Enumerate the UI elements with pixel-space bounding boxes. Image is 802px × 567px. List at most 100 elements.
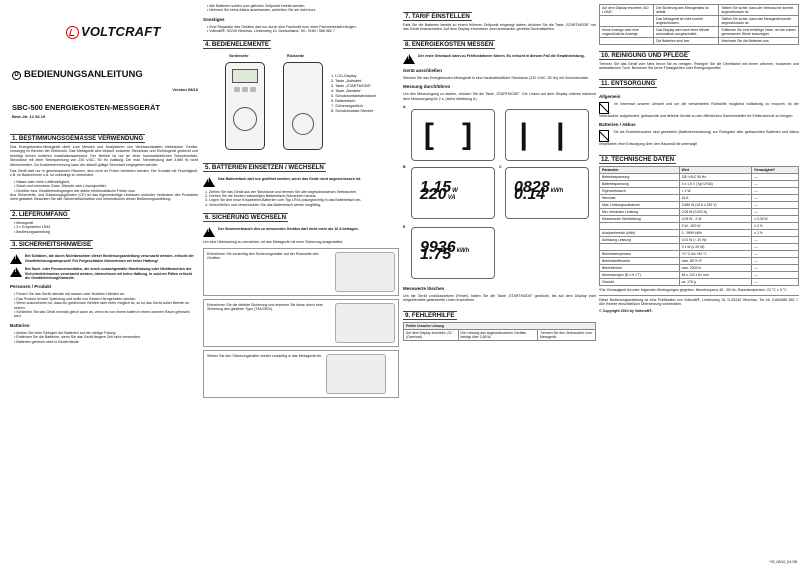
section-heading: 4. BEDIENELEMENTE: [203, 39, 271, 49]
section-heading: 12. TECHNISCHE DATEN: [599, 154, 677, 164]
list-item: Bedienungsanleitung: [14, 230, 198, 234]
section-heading: 1. BESTIMMUNGSGEMÄSSE VERWENDUNG: [10, 134, 146, 143]
section-heading: 3. SICHERHEITSHINWEISE: [10, 240, 94, 250]
list-item: Schließen Sie das Gerät niemals gleich d…: [14, 310, 198, 319]
table-cell: Auflösung Leistung: [599, 235, 680, 244]
list-item: Voltcraft®, 92240 Hirschau, Lindenweg 15…: [207, 29, 399, 33]
doc-title-text: BEDIENUNGSANLEITUNG: [24, 69, 143, 81]
table-row: Die Batterien sind leer.Wechseln Sie die…: [599, 37, 799, 45]
bullet-list: Feuern Sie das Gerät niemals mit nassen …: [10, 292, 198, 318]
lcd-figure-e: 9936 kWh 1.75: [411, 227, 495, 280]
table-row: Abmessungen (B x H x T)64 x 120 x 81 mm—: [599, 270, 799, 279]
table-cell: Auf dem Display erscheint „NO LOAD“.: [599, 4, 655, 16]
table-cell: 0,05 W - 2 W: [678, 214, 753, 223]
legend-item: 2. Taste „Aufwärts“: [331, 78, 363, 83]
table-cell: Betriebshöhe: [599, 263, 680, 272]
paragraph: Um die Gerät zurückzusetzen (Reset), hal…: [403, 294, 596, 303]
lcd-apparent-unit: VA: [447, 195, 456, 202]
subheading: Batterien: [10, 322, 30, 328]
figure-label-c: C: [499, 165, 502, 170]
bullet-list: Nässe oder hohe Luftfeuchtigkeit, Staub …: [10, 180, 198, 193]
step-figure: Setzen Sie den Sicherungshalter wieder v…: [203, 349, 399, 398]
list-item: Staub und brennbare Gase, Dämpfe oder Lö…: [14, 184, 198, 188]
table-cell: —: [751, 270, 799, 279]
steps-list: Ziehen Sie das Gerät aus der Steckdose u…: [203, 190, 399, 208]
technical-data-table: Parameter Wert Genauigkeit* Betriebsspan…: [599, 165, 799, 286]
lcd-total-unit: kWh: [456, 247, 470, 254]
brand-name: VOLTCRAFT: [81, 24, 161, 40]
list-item: Batterien gehören nicht in Kinderhände.: [14, 340, 198, 344]
column-3: 7. TARIF EINSTELLEN Falls Sie die Batter…: [403, 0, 596, 567]
bullet-list: Eine Reparatur des Gerätes darf nur durc…: [203, 25, 399, 34]
crossed-bin-icon: [599, 130, 609, 143]
warning-block: Der erste Gebrauch kann zu Fehlfunktione…: [403, 53, 596, 64]
list-item: 3 x Knopfzellen LR44: [14, 225, 198, 229]
paragraph: Sie als Endverbraucher sind gesetzlich (…: [599, 130, 799, 146]
table-cell: Max. Leistungsaufnahme: [599, 200, 680, 209]
warning-block: Bei Schäden, die durch Nichtbeachten die…: [10, 254, 198, 265]
table-cell: —: [751, 235, 799, 244]
list-item: Verschließen und verschrauben Sie das Ba…: [209, 203, 399, 207]
troubleshooting-table: Fehler Ursache Lösung Auf dem Display er…: [403, 321, 596, 341]
table-cell: 64 x 120 x 81 mm: [678, 270, 753, 279]
table-cell: ca. 178 g: [678, 277, 753, 286]
table-cell: —: [751, 172, 799, 181]
step-figure: Entnehmen Sie die defekte Sicherung und …: [203, 298, 399, 347]
table-row: Betriebstemperatur+0 °C bis +40 °C—: [599, 249, 799, 258]
warning-block: Das Batteriefach darf nur geöffnet werde…: [203, 176, 399, 187]
legend-item: 6. Batteriefach: [331, 98, 356, 103]
table-header: Parameter: [599, 165, 680, 174]
bullet-list: Alle Batterien sollten zum gleichen Zeit…: [203, 4, 399, 13]
table-cell: 3.680 W (16 A x 230 V): [678, 200, 753, 209]
order-number: Best.-Nr. 12 54 19: [12, 114, 46, 119]
table-cell: [599, 15, 655, 27]
subheading: Gerät anschließen: [403, 67, 443, 73]
table-cell: Trennen Sie den Verbraucher vom Messgerä…: [536, 328, 596, 341]
button-down-icon: [250, 86, 256, 92]
column-1-body: 1. BESTIMMUNGSGEMÄSSE VERWENDUNG Das Ene…: [10, 128, 198, 344]
lcd-display: [232, 68, 258, 83]
subheading: Batterien / Akkus: [599, 122, 636, 128]
device-back: [283, 61, 323, 150]
list-item: Drehen Sie die beiden rückseitigen Batte…: [209, 194, 399, 198]
fuse-insert-image: [326, 353, 387, 394]
table-cell: —: [751, 256, 799, 265]
table-cell: 0,05 W (0,002 A): [678, 207, 753, 216]
warning-icon: [403, 53, 415, 64]
button-up-icon: [234, 86, 240, 92]
device-figure: Vorderseite Rückseite 1. LCD-Display 2. …: [203, 54, 399, 154]
bullet-list: Messgerät 3 x Knopfzellen LR44 Bedienung…: [10, 221, 198, 234]
lcd-segment-icon: [ ]: [423, 117, 483, 151]
warning-text: Bei Schäden, die durch Nichtbeachten die…: [25, 254, 194, 263]
table-row: Auf dem Display erscheint „NO LOAD“.Die …: [599, 4, 799, 16]
section-heading: 9. FEHLERHILFE: [403, 310, 457, 320]
table-cell: +0 °C bis +40 °C: [678, 249, 753, 258]
lcd-segment-icon: | |: [519, 117, 575, 151]
voltcraft-logo-icon: [66, 26, 79, 39]
lcd-apparent-value: 220: [420, 186, 447, 204]
table-cell: —: [751, 179, 799, 188]
impressum: Diese Bedienungsanleitung ist eine Publi…: [599, 295, 799, 313]
column-2: Alle Batterien sollten zum gleichen Zeit…: [203, 0, 399, 567]
list-item: Messgerät: [14, 221, 198, 225]
table-cell: ± 0,05 W: [751, 214, 799, 223]
table-cell: Abmessungen (B x H x T): [599, 270, 680, 279]
table-cell: Min. messbare Leistung: [599, 207, 680, 216]
troubleshooting-table-continued: Auf dem Display erscheint „NO LOAD“. Die …: [599, 4, 799, 45]
table-cell: Das Display wird nach einer Minute autom…: [653, 26, 720, 38]
table-cell: [599, 242, 680, 251]
lcd-figure-b-blank: | |: [505, 109, 589, 162]
list-item: Nehmen Sie keine Akkus auseinander, schl…: [207, 8, 399, 12]
table-cell: max. 85 % rF: [678, 256, 753, 265]
device-buttons: [234, 86, 256, 92]
subheading: Messwerte löschen: [403, 286, 445, 292]
paragraph-text: Im Interesse unserer Umwelt und um die v…: [599, 101, 799, 118]
list-item: Achten Sie beim Einlegen der Batterien a…: [14, 331, 198, 335]
tech-note: *Die Genauigkeit ist unter folgenden Bed…: [599, 287, 787, 292]
table-cell: 16 A: [678, 193, 753, 202]
table-cell: ± 2 %: [751, 221, 799, 230]
subheading: Allgemein: [599, 93, 621, 99]
column-1: VOLTCRAFT D BEDIENUNGSANLEITUNG Version …: [2, 0, 200, 567]
step-text: Entnehmen Sie die defekte Sicherung und …: [207, 302, 323, 312]
